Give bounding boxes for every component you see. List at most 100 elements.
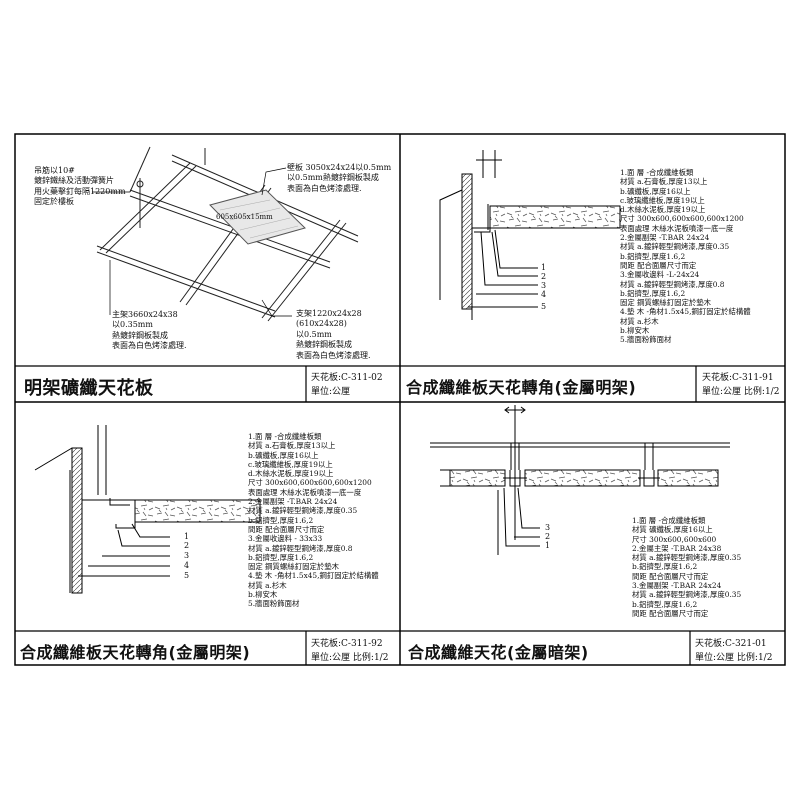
spec-line: 3.金屬收邊料 - 33x33 [248,534,323,544]
spec-line: 1.面 層 -合成纖維板類 [632,516,706,525]
spec-line: b.鋁擠型,厚度1.6,2 [248,552,314,562]
panel-2-scale: 比例:1/2 [743,387,780,397]
panel-4-code: 天花板:C-321-01 [695,639,767,649]
cross-tee-note-line: 以0.5mm [296,329,332,339]
callout-number: 5 [541,302,547,311]
cross-tee-note-line: (610x24x28) [296,319,347,329]
spec-line: 2.金屬副架 -T.BAR 24x24 [248,497,338,507]
callout-number: 2 [545,532,551,541]
panel-1-title: 明架礦纖天花板 [24,378,154,399]
spec-line: 1.面 層 -合成纖維板類 [248,432,322,441]
callout-number: 3 [545,523,551,532]
spec-line: b.柳安木 [620,326,650,336]
spec-line: 間距 配合面層尺寸而定 [248,524,325,534]
board-texture [219,199,299,239]
cross-tee-note-line: 熱鍍鋅鋼板製成 [296,340,352,350]
spec-line: b.鋁擠型,厚度1.6,2 [620,251,686,261]
title-bars [15,365,785,665]
isometric-ceiling-grid [96,146,359,322]
hanger-note-line: 鍍鋅鐵絲及活動彈簧片 [34,176,114,186]
spec-line: d.木絲水泥板,厚度19以上 [620,205,706,215]
panel-2-unit-text: 單位:公厘 [702,387,742,397]
spec-line: d.木絲水泥板,厚度19以上 [248,469,334,479]
cross-tee-note-line: 支架1220x24x28 [296,309,362,318]
leader-lines-panel-1 [92,167,292,317]
board-note-line: 表面為白色烤漆處理. [287,183,362,193]
spec-line: 固定 鋼質螺絲釘固定於墊木 [620,298,712,308]
spec-line: 材質 a.鍍鋅輕型鋼烤漆,厚度0.8 [620,279,725,289]
spec-line: 間距 配合面層尺寸而定 [620,260,697,270]
spec-line: 4.墊 木 -角材1.5x45,鋼釘固定於結構體 [248,571,379,581]
panel-3-code: 天花板:C-311-92 [311,639,383,649]
callout-number: 3 [184,551,190,560]
callout-number: 1 [541,263,547,272]
panel-4-title: 合成纖維天花(金屬暗架) [408,643,589,662]
spec-line: 2.金屬主架 -T.BAR 24x38 [632,543,722,553]
spec-line: b.礦纖板,厚度16以上 [248,450,319,460]
callout-number: 2 [184,541,190,550]
spec-line: 材質 a.杉木 [248,580,287,590]
spec-line: c.玻璃纖維板,厚度19以上 [248,459,333,469]
panel-2-unit: 單位:公厘 比例:1/2 [702,384,779,397]
panel-3-scale: 比例:1/2 [352,653,389,663]
spec-line: 材質 a.鍍鋅輕型鋼烤漆,厚度0.35 [620,242,730,252]
board-size-label: 605x605x15mm [216,213,273,221]
spec-line: 材質 a.鍍鋅輕型鋼烤漆,厚度0.35 [632,590,742,600]
spec-line: 5.牆面粉飾面材 [620,335,672,345]
spec-line: 間距 配合面層尺寸而定 [632,608,709,618]
spec-line: 2.金屬副架 -T.BAR 24x24 [620,233,710,243]
spec-line: b.鋁擠型,厚度1.6,2 [248,515,314,525]
panel-1-unit: 單位:公厘 [311,387,351,397]
panel-2-code: 天花板:C-311-91 [702,373,774,383]
spec-line: 3.金屬副架 -T.BAR 24x24 [632,581,722,591]
panel-1-code: 天花板:C-311-02 [311,373,383,383]
spec-list-panel-4: 1.面 層 -合成纖維板類 材質 礦纖板,厚度16以上 尺寸 300x600,6… [632,516,741,618]
spec-line: 間距 配合面層尺寸而定 [632,571,709,581]
spec-line: 表面處理 木絲水泥板噴漆一底一度 [620,223,734,233]
panel-2-title: 合成纖維板天花轉角(金屬明架) [406,378,637,397]
spec-list-panel-2: 1.面 層 -合成纖維板類 材質 a.石膏板,厚度13以上 b.礦纖板,厚度16… [620,168,751,345]
spec-line: 1.面 層 -合成纖維板類 [620,168,694,177]
corner-section-a [439,150,621,320]
spec-line: 5.牆面粉飾面材 [248,599,300,609]
cross-tee-note: 支架1220x24x28 (610x24x28) 以0.5mm 熱鍍鋅鋼板製成 … [296,309,371,361]
spec-line: 材質 a.鍍鋅輕型鋼烤漆,厚度0.8 [248,543,353,553]
spec-line: 尺寸 300x600,600x600,600x1200 [248,478,372,488]
hanger-note-line: 用火藥擊釘每隔1220mm [34,186,126,196]
board-note-line: 壁板 3050x24x24以0.5mm [287,163,392,172]
spec-line: b.鋁擠型,厚度1.6,2 [632,599,698,609]
board-note-line: 以0.5mm熱鍍鋅鋼板製成 [287,173,379,183]
spec-line: c.玻璃纖維板,厚度19以上 [620,195,705,205]
spec-line: 材質 a.杉木 [620,316,659,326]
panel-4-unit: 單位:公厘 比例:1/2 [695,650,772,663]
callout-number: 4 [184,561,190,570]
spec-line: 3.金屬收邊料 -L-24x24 [620,270,700,280]
main-tee-note-line: 表面為白色烤漆處理. [112,341,187,351]
spec-line: 材質 a.鍍鋅輕型鋼烤漆,厚度0.35 [632,553,742,563]
panel-4-unit-text: 單位:公厘 [695,653,735,663]
main-tee-note: 主架3660x24x38 以0.35mm 熱鍍鋅鋼板製成 表面為白色烤漆處理. [112,310,187,352]
spec-line: 材質 a.石膏板,厚度13以上 [248,441,336,451]
main-tee-note-line: 以0.35mm [112,320,153,330]
spec-line: b.鋁擠型,厚度1.6,2 [632,562,698,572]
callout-number: 1 [184,532,190,541]
panel-4-scale: 比例:1/2 [736,653,773,663]
callout-number: 3 [541,281,547,290]
spec-line: 材質 a.石膏板,厚度13以上 [620,177,708,187]
callout-number: 5 [184,571,190,580]
corner-section-b [34,425,261,594]
cross-tee-note-line: 表面為白色烤漆處理. [296,350,371,360]
hanger-note-line: 吊筋以10# [34,166,75,175]
panel-3-title: 合成纖維板天花轉角(金屬明架) [20,643,251,662]
hanger-note: 吊筋以10# 鍍鋅鐵絲及活動彈簧片 用火藥擊釘每隔1220mm 固定於樓板 [34,166,126,208]
spec-line: 材質 a.鍍鋅輕型鋼烤漆,厚度0.35 [248,506,358,516]
hanger-note-line: 固定於樓板 [34,197,74,207]
board-note: 壁板 3050x24x24以0.5mm 以0.5mm熱鍍鋅鋼板製成 表面為白色烤… [287,163,391,194]
panel-3-unit-text: 單位:公厘 [311,653,351,663]
spec-line: 材質 礦纖板,厚度16以上 [632,525,713,535]
main-tee-note-line: 熱鍍鋅鋼板製成 [112,330,168,340]
spec-line: 尺寸 300x600,600x600 [632,534,717,544]
spec-line: b.鋁擠型,厚度1.6,2 [620,288,686,298]
